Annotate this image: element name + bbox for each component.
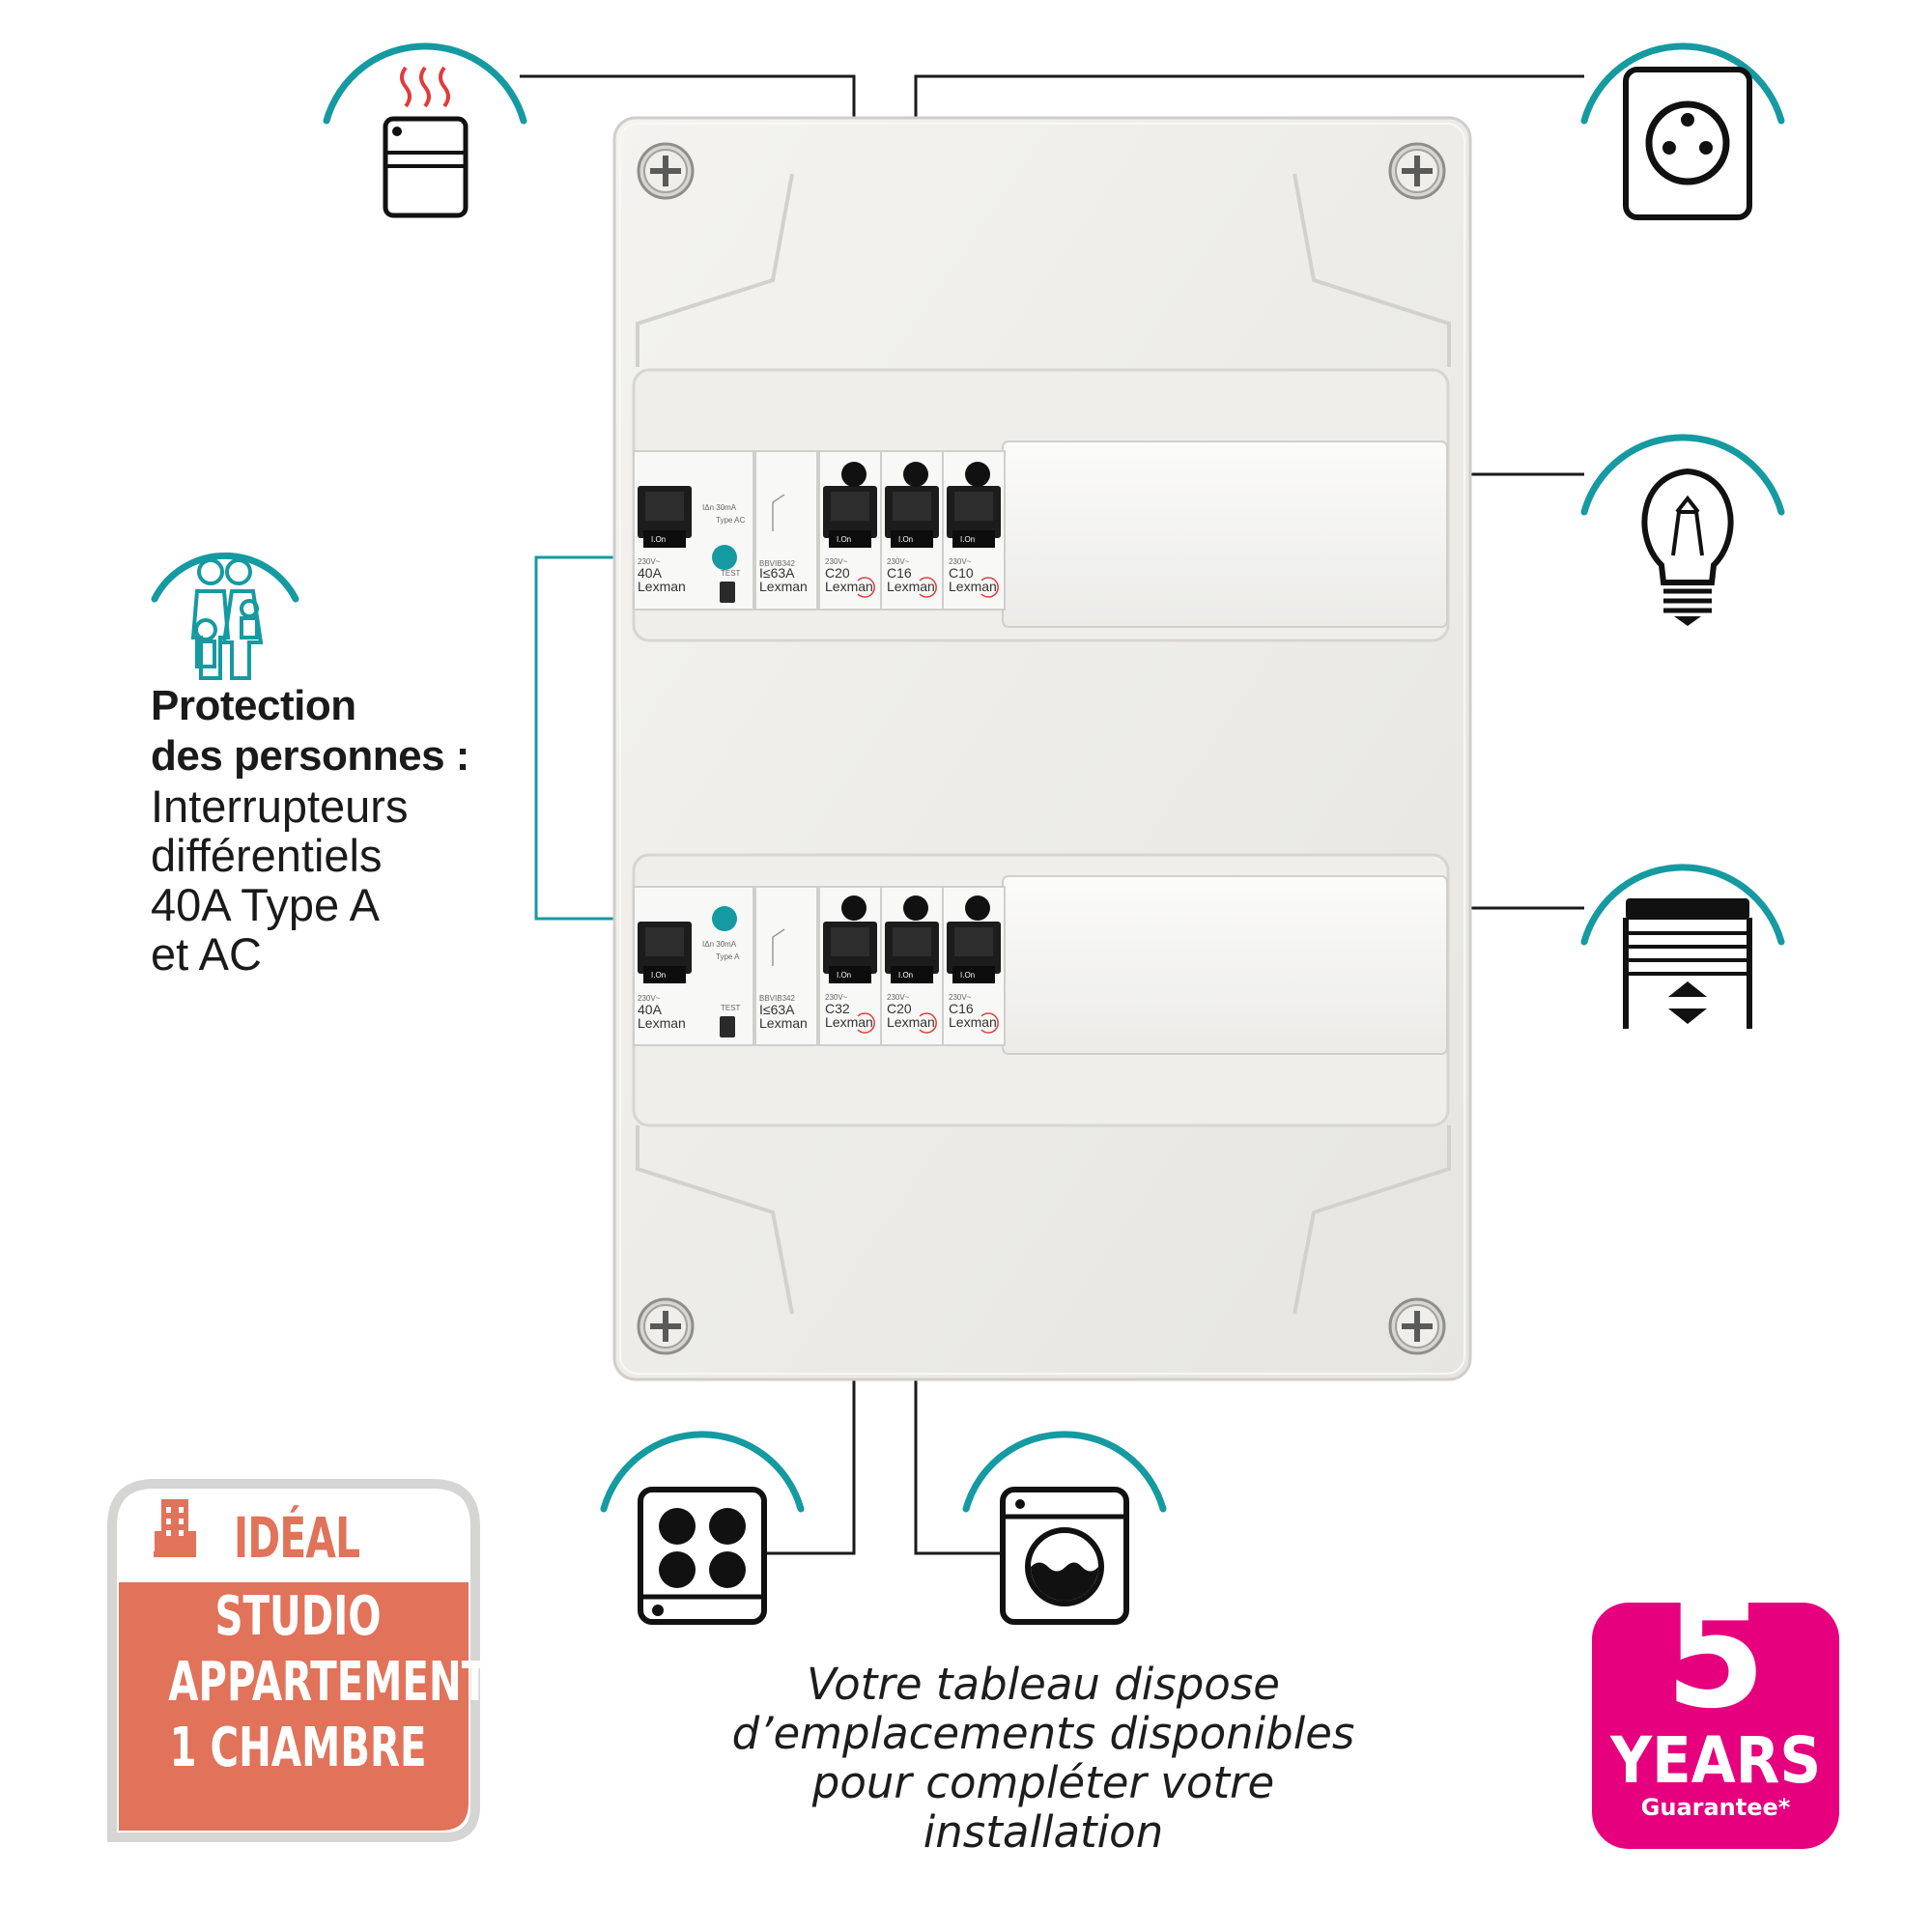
breaker-brand: Lexman [887,579,935,594]
building-icon [154,1499,196,1557]
protection-caption: Protection des personnes : Interrupteurs… [151,681,469,979]
note-line-1: Votre tableau dispose [807,1659,1280,1710]
note-line-2: d’emplacements disponibles [731,1708,1355,1759]
screw-icon [637,142,695,200]
screw-icon [1388,142,1446,200]
breaker-voltage: 230V~ [825,993,848,1002]
switch-label: I.On [898,971,913,980]
breaker-rating: C20 [825,565,850,581]
note-line-3: pour compléter votre [811,1757,1275,1808]
switch-label: I.On [960,971,975,980]
svg-text:IΔn 30mA: IΔn 30mA [702,503,737,512]
ideal-body: STUDIO APPARTEMENT 1 CHAMBRE [118,1584,489,1781]
protection-body-1: Interrupteurs [151,781,409,832]
breakers-row2: I.On230V~C32LexmanI.On230V~C20LexmanI.On… [818,886,1006,1046]
breaker-voltage: 230V~ [887,557,910,566]
ideal-line-1: STUDIO [214,1585,382,1648]
module-row-1: I.On IΔn 30mA Type AC 230V~ 40A Lexman T… [633,450,1006,611]
breaker-rating: C20 [887,1001,912,1016]
module-row-2: I.On IΔn 30mA Type A 230V~ 40A Lexman TE… [633,886,1006,1046]
svg-text:Lexman: Lexman [759,1015,808,1031]
svg-text:Lexman: Lexman [759,579,808,594]
svg-text:40A: 40A [638,565,663,581]
breaker-rating: C10 [949,565,974,581]
breaker-voltage: 230V~ [949,557,972,566]
protection-body-4: et AC [151,928,262,980]
switch-label: I.On [651,971,666,980]
switch-label: I.On [837,535,851,544]
power-socket-icon [1623,67,1752,220]
breaker-rating: C16 [887,565,912,581]
breaker-rating: C32 [825,1001,850,1016]
icon-arcs [151,43,1785,1513]
svg-text:BBVIB342: BBVIB342 [759,994,795,1003]
light-bulb-icon [1641,468,1734,626]
svg-text:Type A: Type A [716,952,740,961]
connector-module-row1 [754,450,818,611]
protection-heading-2: des personnes : [151,732,469,780]
breakers-row1: I.On230V~C20LexmanI.On230V~C16LexmanI.On… [818,450,1006,611]
ideal-badge [107,1479,480,1842]
ideal-title: IDÉAL [234,1505,360,1571]
protection-body-2: différentiels [151,830,383,881]
washing-machine-icon [1000,1487,1129,1625]
breaker-brand: Lexman [825,1014,873,1030]
breaker-brand: Lexman [949,1014,997,1030]
svg-text:BBVIB342: BBVIB342 [759,559,795,568]
switch-label: I.On [898,535,913,544]
guarantee-number: 5 [1664,1573,1767,1741]
ideal-line-2: APPARTEMENT [168,1651,489,1714]
svg-text:TEST: TEST [721,569,741,578]
screw-icon [1388,1297,1446,1355]
breaker-voltage: 230V~ [949,993,972,1002]
svg-text:230V~: 230V~ [638,994,661,1003]
test-button [720,1016,735,1037]
breaker-voltage: 230V~ [887,993,910,1002]
cooktop-icon [638,1487,767,1625]
connector-module-row2 [754,886,818,1046]
protection-heading-1: Protection [151,682,356,729]
switch-label: I.On [960,535,975,544]
family-icon [190,558,264,680]
svg-text:I≤63A: I≤63A [759,1002,795,1017]
roller-shutter-icon [1623,898,1752,1029]
screw-icon [637,1297,695,1355]
ideal-line-3: 1 CHAMBRE [169,1717,427,1779]
svg-text:Type AC: Type AC [716,516,745,525]
breaker-voltage: 230V~ [825,557,848,566]
breaker-brand: Lexman [825,579,873,594]
guarantee-label: Guarantee* [1640,1794,1791,1821]
breaker-brand: Lexman [887,1014,935,1030]
radiator-icon [383,66,469,218]
availability-note: Votre tableau dispose d’emplacements dis… [696,1660,1391,1857]
protection-body-3: 40A Type A [151,879,380,930]
breaker-rating: C16 [949,1001,974,1016]
distribution-panel [612,116,1472,1381]
svg-text:40A: 40A [638,1002,663,1017]
svg-text:Lexman: Lexman [638,579,686,594]
switch-label: I.On [651,535,666,544]
switch-label: I.On [837,971,851,980]
guarantee-years: YEARS [1609,1723,1822,1798]
svg-text:TEST: TEST [721,1004,741,1012]
connection-dots [712,462,990,931]
guarantee-badge [1592,1603,1839,1849]
svg-text:230V~: 230V~ [638,557,661,566]
test-button [720,582,735,603]
breaker-brand: Lexman [949,579,997,594]
svg-text:I≤63A: I≤63A [759,565,795,581]
svg-text:Lexman: Lexman [638,1015,686,1031]
svg-text:IΔn 30mA: IΔn 30mA [702,940,737,949]
note-line-4: installation [923,1806,1164,1858]
